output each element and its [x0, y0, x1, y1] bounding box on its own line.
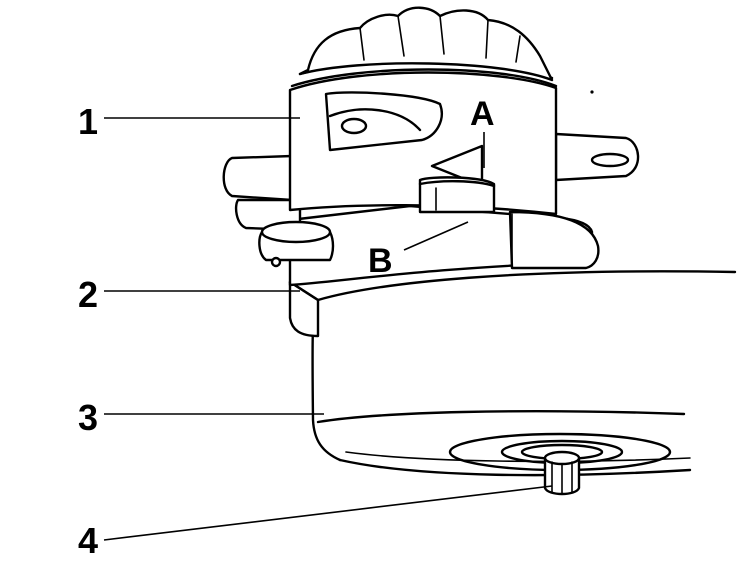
mark-b-label: B	[368, 242, 393, 280]
mark-a-label: A	[470, 95, 495, 133]
housing-body	[222, 154, 600, 338]
callout-2-number: 2	[78, 274, 98, 315]
callout-3: 3	[78, 397, 324, 438]
callout-2: 2	[78, 274, 300, 315]
mark-a: A	[470, 95, 495, 168]
callout-4-number: 4	[78, 520, 98, 561]
callout-1-number: 1	[78, 101, 98, 142]
drive-shaft	[543, 450, 581, 496]
stray-dot	[590, 90, 594, 94]
distributor-cap	[288, 6, 640, 216]
callout-3-number: 3	[78, 397, 98, 438]
callout-1: 1	[78, 101, 300, 142]
callout-4: 4	[78, 485, 553, 561]
mark-b: B	[368, 221, 469, 280]
